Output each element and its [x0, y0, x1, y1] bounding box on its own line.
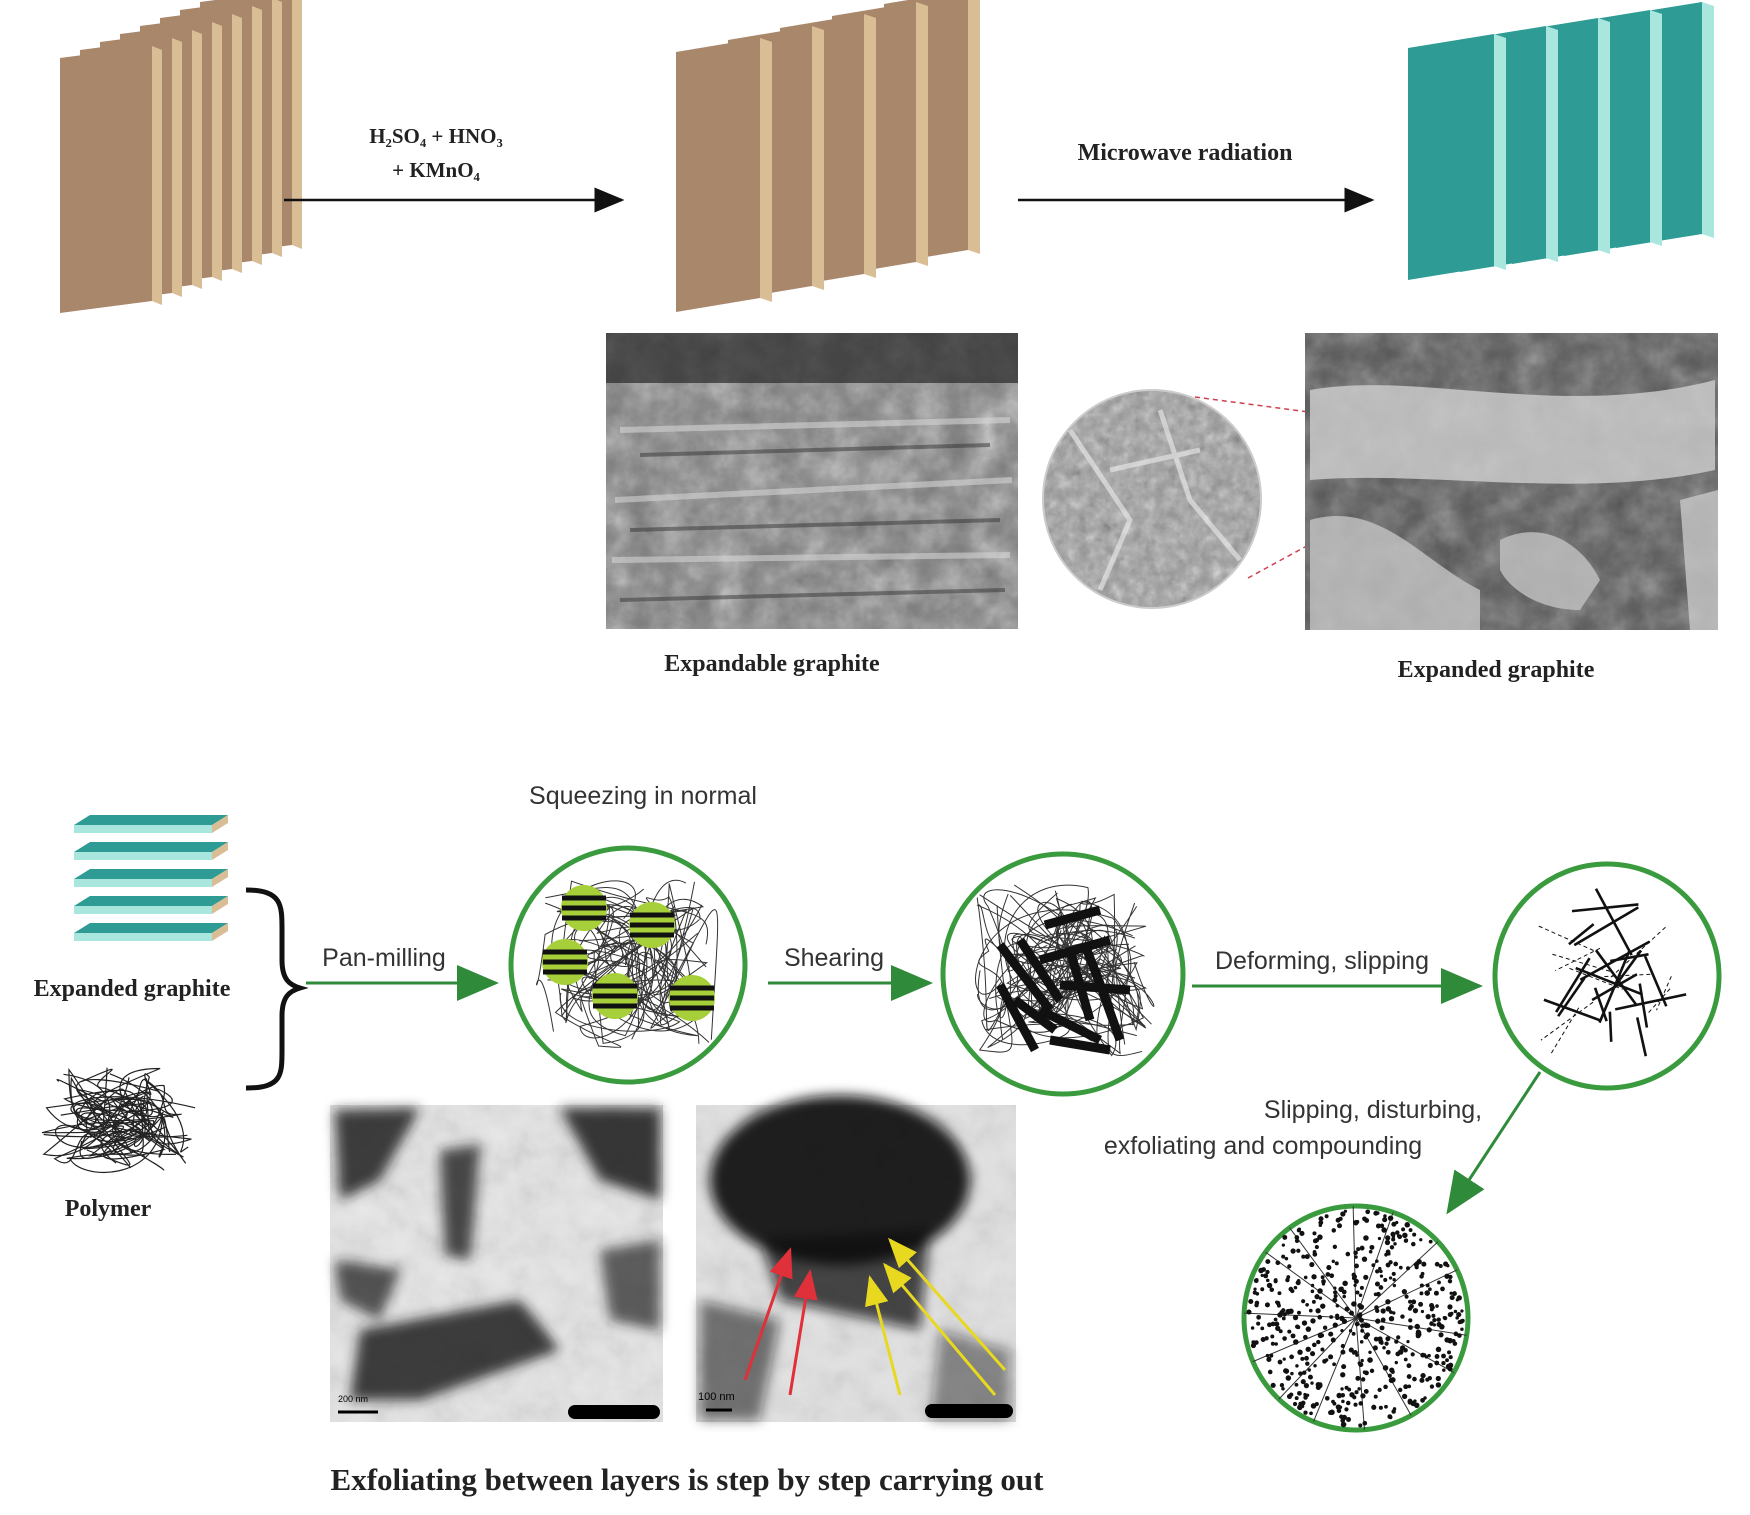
- step-shearing-label: Shearing: [784, 944, 884, 972]
- stage-circle-squeezing: [508, 845, 748, 1085]
- polymer-tangle-icon: [41, 1067, 196, 1173]
- step-final-label-2: exfoliating and compounding: [1104, 1132, 1422, 1160]
- sem-left-caption: Expandable graphite: [664, 651, 880, 677]
- graphite-stack-compact: [60, 0, 302, 313]
- stage-circle-slipped: [1492, 861, 1722, 1091]
- input-polymer-label: Polymer: [65, 1196, 152, 1222]
- plate: [60, 46, 152, 313]
- plate: [676, 38, 760, 312]
- tem-right-scale: 100 nm: [698, 1391, 735, 1403]
- stage-circle-sheared: [940, 851, 1186, 1097]
- sem-right-caption: Expanded graphite: [1398, 657, 1595, 683]
- sem-magnified-circle: [1042, 389, 1262, 609]
- reagent-line-1: H₂SO₄ + HNO₃: [369, 124, 503, 148]
- graphite-stack-intercalated: [676, 0, 980, 312]
- sem-image-expandable: [606, 333, 1018, 629]
- tem-image-right: 100 nm: [696, 1095, 1016, 1422]
- step-pan-milling-label: Pan-milling: [322, 944, 446, 972]
- graphite-stack-expanded: [1408, 2, 1714, 280]
- step-final-label-1: Slipping, disturbing,: [1264, 1096, 1482, 1124]
- tem-image-left: 200 nm: [330, 1105, 663, 1422]
- graphite-particle: [629, 902, 675, 948]
- sem-image-expanded: [1305, 333, 1718, 630]
- expanded-graphite-sheets-icon: [74, 815, 228, 941]
- red-arrow-1: [743, 1247, 793, 1381]
- reagent-line-2: + KMnO₄: [392, 158, 480, 182]
- bottom-caption: Exfoliating between layers is step by st…: [331, 1462, 1045, 1497]
- graphite-particle: [669, 975, 715, 1021]
- stage-circle-exfoliated: [1241, 1203, 1471, 1433]
- yellow-arrow-3: [888, 1237, 1007, 1371]
- step-squeezing-label: Squeezing in normal: [529, 782, 757, 810]
- combine-brace: [245, 887, 309, 1091]
- graphite-particle: [542, 939, 588, 985]
- graphite-particle: [561, 885, 607, 931]
- yellow-arrow-1: [865, 1275, 902, 1396]
- arrow-exfoliating: [1446, 1071, 1542, 1215]
- graphite-particle: [592, 973, 638, 1019]
- input-graphite-label: Expanded graphite: [34, 976, 231, 1002]
- step-deforming-label: Deforming, slipping: [1215, 947, 1429, 975]
- tem-left-scale: 200 nm: [338, 1394, 368, 1404]
- plate: [1408, 34, 1494, 280]
- yellow-arrow-2: [883, 1262, 997, 1396]
- microwave-label: Microwave radiation: [1078, 140, 1293, 166]
- red-arrow-2: [788, 1269, 818, 1396]
